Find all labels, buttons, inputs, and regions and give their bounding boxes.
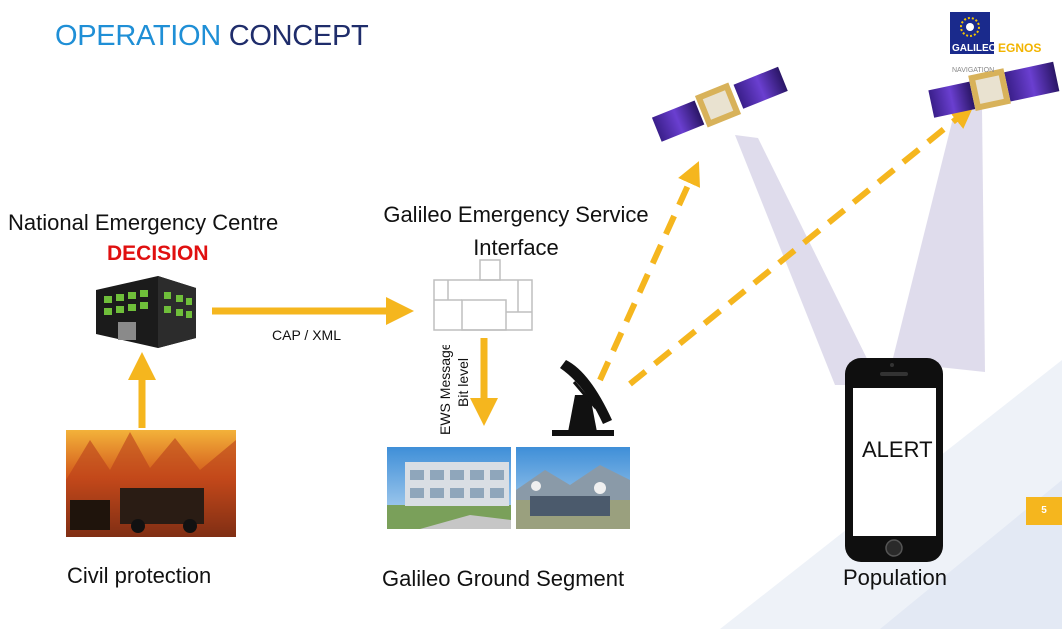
smartphone-icon bbox=[845, 358, 943, 562]
floorplan-icon bbox=[433, 259, 533, 331]
logo-tagline: NAVIGATION bbox=[952, 67, 995, 74]
flow-arrows bbox=[128, 104, 975, 428]
satellite-beams bbox=[735, 108, 985, 385]
arrow-dish-to-satellite1 bbox=[597, 161, 700, 382]
ground-segment-label: Galileo Ground Segment bbox=[382, 566, 625, 591]
interface-label: Galileo Emergency Service Interface bbox=[370, 198, 662, 264]
ews-label-line1: EWS Message bbox=[437, 345, 453, 435]
page-title: OPERATION CONCEPT bbox=[55, 20, 369, 53]
satellite-dish-icon bbox=[552, 360, 614, 436]
cap-xml-label: CAP / XML bbox=[272, 327, 341, 343]
logo-egnos: EGNOS bbox=[998, 41, 1042, 55]
interface-label-line2: Interface bbox=[473, 235, 559, 260]
building-icon bbox=[96, 276, 196, 348]
title-part1: OPERATION bbox=[55, 20, 221, 52]
ground-station-photo bbox=[387, 447, 511, 529]
interface-label-line1: Galileo Emergency Service bbox=[383, 202, 649, 227]
logo-galileo: GALILEO bbox=[952, 43, 997, 54]
logo-text: GALILEO EGNOS NAVIGATION bbox=[950, 10, 1062, 78]
galileo-egnos-logo bbox=[950, 12, 994, 54]
title-part2: CONCEPT bbox=[228, 20, 369, 52]
arrow-dish-to-satellite2 bbox=[628, 104, 975, 387]
decision-label: DECISION bbox=[107, 242, 209, 265]
fire-photo bbox=[66, 430, 236, 537]
satellite-icon bbox=[651, 66, 788, 142]
ews-label-line2: Bit level bbox=[455, 358, 471, 407]
civil-protection-label: Civil protection bbox=[67, 563, 212, 588]
phone-alert-text: ALERT bbox=[862, 437, 933, 462]
ews-message-label: EWS Message Bit level bbox=[437, 345, 471, 435]
population-label: Population bbox=[843, 565, 947, 590]
nec-label: National Emergency Centre bbox=[8, 210, 279, 235]
page-number: 5 bbox=[1026, 497, 1062, 525]
ground-station-photo bbox=[516, 447, 630, 529]
satellite-icon bbox=[928, 61, 1060, 118]
